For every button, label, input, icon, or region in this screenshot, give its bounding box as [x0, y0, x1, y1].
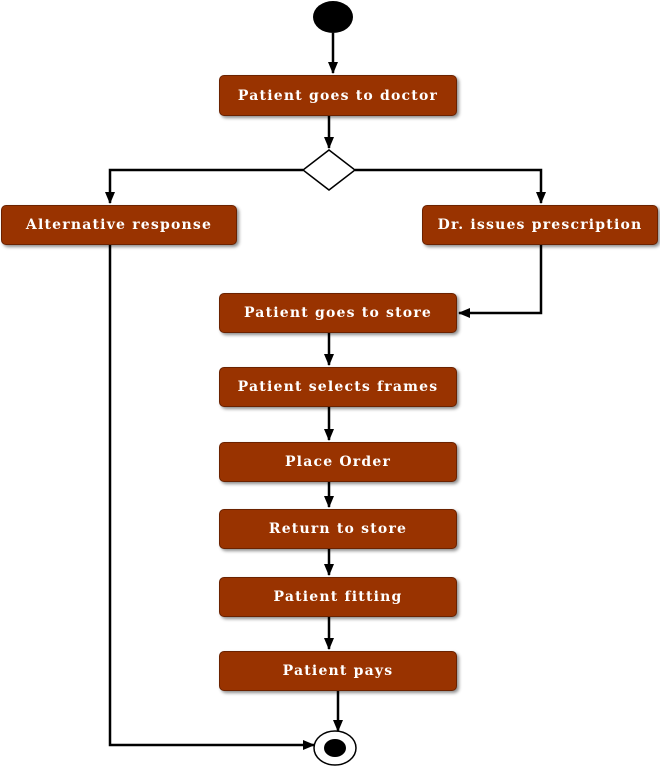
activity-return-to-store: Return to store	[219, 509, 457, 549]
decision-node	[301, 149, 357, 191]
end-node	[313, 730, 357, 766]
activity-alternative-response: Alternative response	[1, 205, 237, 245]
activity-patient-goes-to-store: Patient goes to store	[219, 293, 457, 333]
edge-alternative-to-end	[108, 245, 315, 750]
edge-decision-to-alternative	[105, 168, 303, 204]
activity-dr-issues-prescription: Dr. issues prescription	[422, 205, 658, 245]
edge-prescription-to-store	[458, 245, 543, 318]
activity-patient-pays: Patient pays	[219, 651, 457, 691]
start-node	[313, 1, 353, 33]
edge-decision-to-prescription	[355, 168, 546, 204]
activity-patient-selects-frames: Patient selects frames	[219, 367, 457, 407]
activity-patient-fitting: Patient fitting	[219, 577, 457, 617]
activity-place-order: Place Order	[219, 442, 457, 482]
activity-patient-goes-to-doctor: Patient goes to doctor	[219, 75, 457, 116]
